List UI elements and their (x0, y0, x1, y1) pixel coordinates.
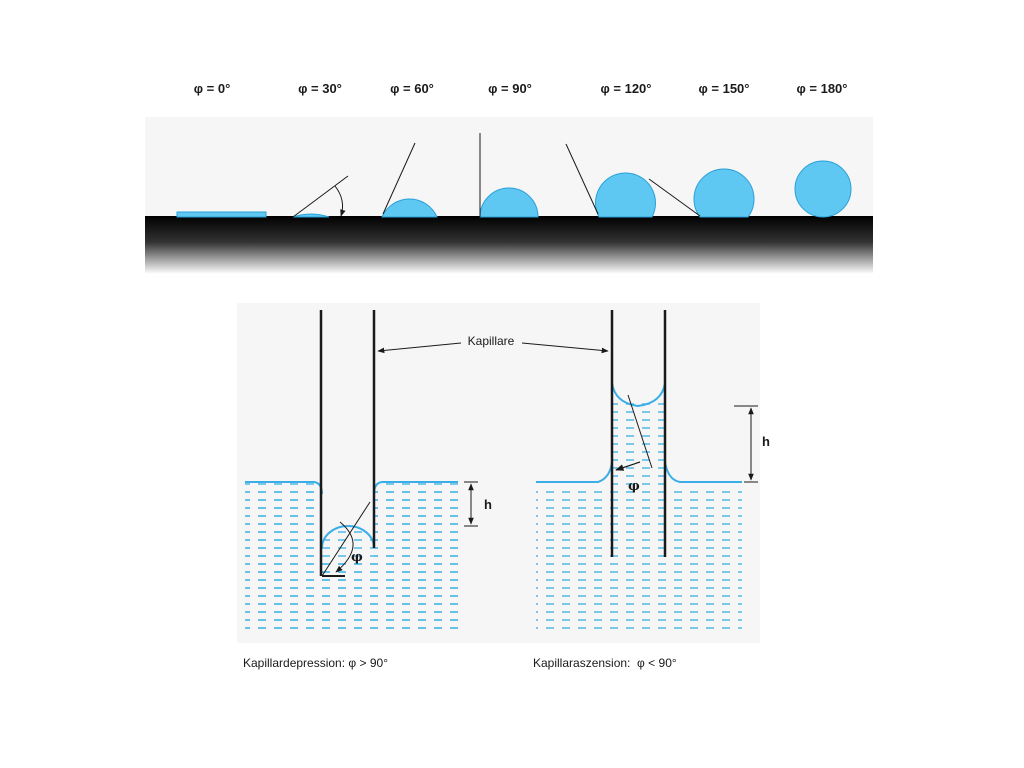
droplet-120deg (565, 143, 656, 218)
capillary-arrow-left (377, 342, 462, 354)
capillary-arrow-right (521, 342, 609, 354)
droplet-150deg (648, 168, 755, 218)
depression-caption: Kapillardepression: φ > 90° (243, 656, 388, 670)
capillary-panel: Kapillare φ h Kapillardepression: φ > 90… (237, 303, 770, 670)
depression-container: φ h Kapillardepression: φ > 90° (243, 310, 492, 670)
ascension-tangent-line (627, 394, 653, 469)
ascension-height-label: h (762, 434, 770, 449)
angle-label-0: φ = 0° (194, 81, 231, 96)
ascension-angle-symbol: φ (628, 479, 640, 494)
angle-label-30: φ = 30° (298, 81, 342, 96)
depression-meniscus (321, 525, 375, 549)
droplet-30deg (292, 175, 349, 218)
angle-label-60: φ = 60° (390, 81, 434, 96)
depression-tangent-line (321, 501, 371, 577)
depression-height-label: h (484, 497, 492, 512)
ground-surface (145, 216, 873, 274)
capillary-label: Kapillare (468, 334, 515, 348)
ascension-caption: Kapillaraszension: φ < 90° (533, 656, 677, 670)
droplet-90deg (479, 133, 539, 218)
angle-label-150: φ = 150° (698, 81, 749, 96)
ascension-container: φ h Kapillaraszension: φ < 90° (533, 310, 770, 670)
angle-label-90: φ = 90° (488, 81, 532, 96)
droplet-180deg (794, 160, 852, 218)
angle-label-180: φ = 180° (796, 81, 847, 96)
contact-angle-panel: φ = 0° φ = 30° φ = 60° φ = 90° φ = 120° … (145, 81, 873, 274)
droplet-0deg (176, 211, 267, 218)
depression-angle-symbol: φ (351, 550, 363, 565)
ascension-angle-arc (615, 461, 641, 471)
angle-label-120: φ = 120° (600, 81, 651, 96)
depression-angle-arc (335, 521, 354, 573)
ascension-meniscus (611, 382, 666, 408)
droplet-60deg (381, 142, 438, 218)
